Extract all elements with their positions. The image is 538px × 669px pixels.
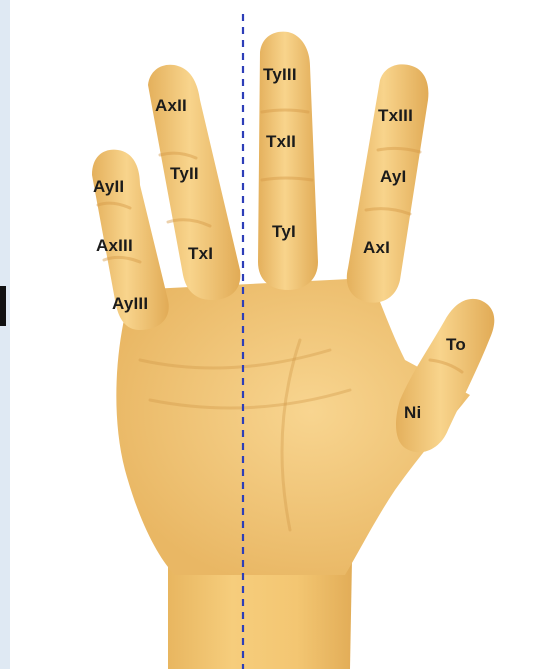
label-pinky-base: AyIII <box>112 294 148 314</box>
label-ring-base: TxI <box>188 244 213 264</box>
wrist <box>168 560 352 669</box>
label-ring-mid: TyII <box>170 164 199 184</box>
label-ring-tip: AxII <box>155 96 187 116</box>
label-index-mid: AyI <box>380 167 406 187</box>
label-middle-mid: TxII <box>266 132 296 152</box>
label-pinky-tip: AyII <box>93 177 124 197</box>
label-middle-base: TyI <box>272 222 296 242</box>
label-pinky-mid: AxIII <box>96 236 133 256</box>
label-middle-tip: TyIII <box>263 65 297 85</box>
label-thumb-tip: To <box>446 335 466 355</box>
label-index-tip: TxIII <box>378 106 413 126</box>
label-thumb-base: Ni <box>404 403 421 423</box>
label-index-base: AxI <box>363 238 390 258</box>
